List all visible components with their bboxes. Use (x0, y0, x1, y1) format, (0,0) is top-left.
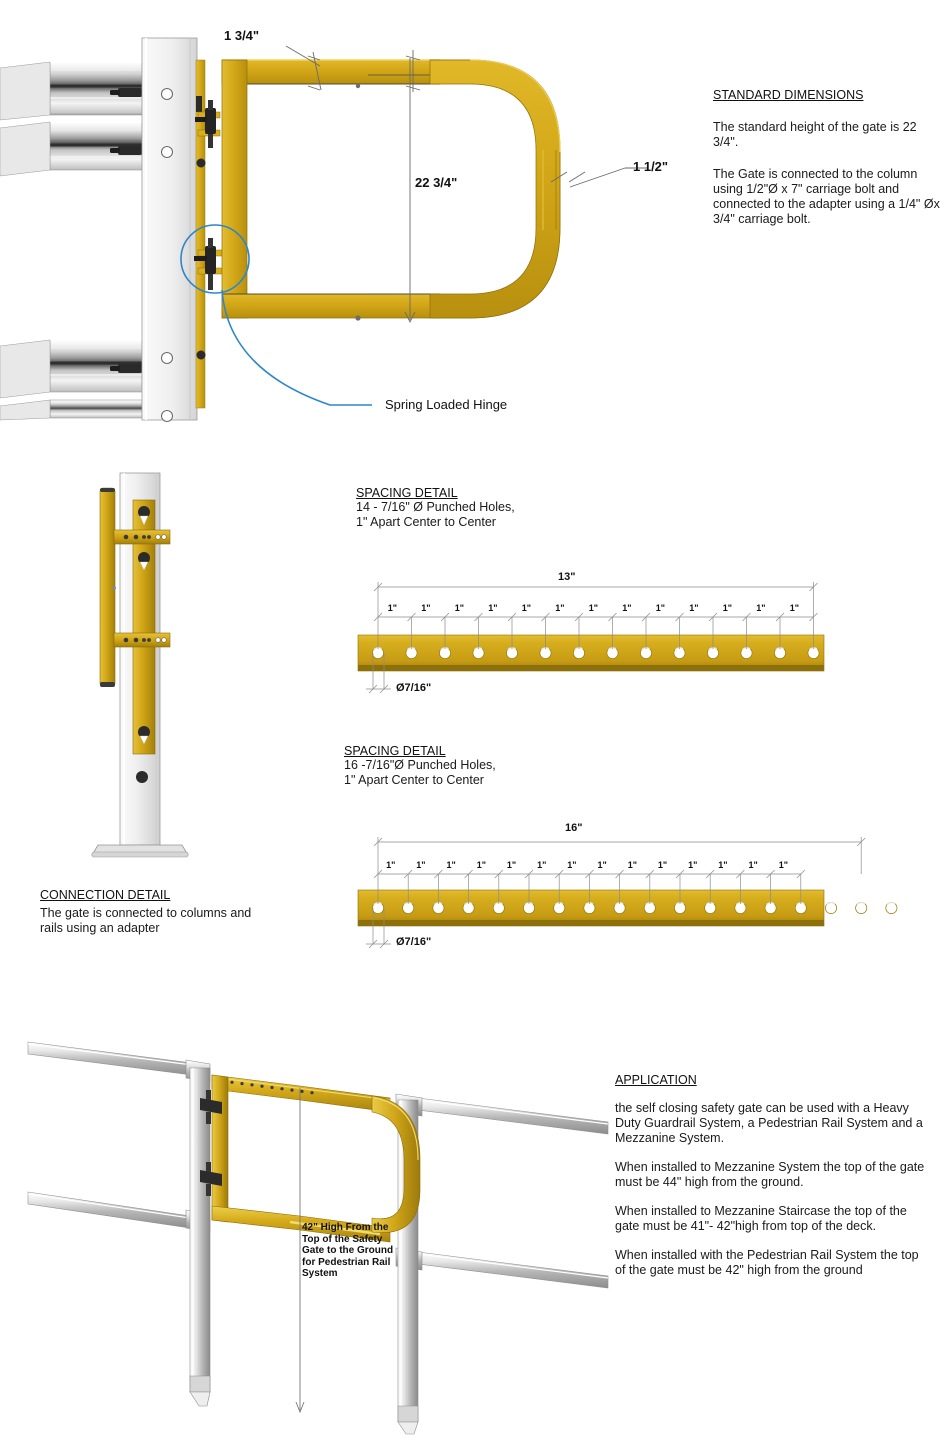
segment-dimension-label: 1" (421, 603, 431, 613)
segment-dimension-label: 1" (778, 860, 788, 870)
application-paragraph-1: the self closing safety gate can be used… (615, 1101, 923, 1145)
application-paragraph-2: When installed to Mezzanine System the t… (615, 1160, 925, 1189)
height-dimension-line (295, 1088, 305, 1414)
segment-dimension-label: 1" (537, 860, 547, 870)
gate-hinge-upper (200, 1090, 222, 1124)
spacing-detail-2-line2: 1" Apart Center to Center (344, 773, 484, 787)
standard-dimensions-paragraph-1: The standard height of the gate is 22 3/… (713, 120, 917, 149)
segment-dimension-label: 1" (789, 603, 800, 613)
adapter-bracket-upper (113, 529, 171, 545)
spacing-detail-1-line1: 14 - 7/16" Ø Punched Holes, (356, 500, 515, 514)
segment-dimension-label: 1" (588, 603, 599, 613)
segment-dimension-label: 1" (488, 603, 498, 613)
segment-dimension-label: 1" (454, 603, 465, 613)
segment-dimension-label: 1" (756, 603, 766, 613)
label-dim-1-3-4: 1 3/4" (224, 28, 260, 43)
connection-detail-section: CONNECTION DETAIL The gate is connected … (40, 888, 270, 936)
safety-gate-application (200, 1074, 421, 1243)
guardrail-right-upper (417, 1097, 609, 1135)
guardrail-bottom (0, 339, 143, 421)
support-column (141, 37, 206, 423)
segment-dimension-label: 1" (718, 860, 728, 870)
segment-dimension-label: 1" (476, 860, 486, 870)
safety-gate-frame (221, 59, 561, 321)
segment-dimension-label: 1" (555, 603, 565, 613)
spacing-detail-2-drawing (350, 818, 898, 958)
application-paragraph-4: When installed with the Pedestrian Rail … (615, 1248, 919, 1277)
standard-dimensions-paragraph-2: The Gate is connected to the column usin… (713, 167, 940, 226)
segment-dimension-label: 1" (688, 860, 698, 870)
application-title: APPLICATION (615, 1073, 697, 1087)
segment-dimension-label: 1" (506, 860, 517, 870)
application-section: APPLICATION the self closing safety gate… (615, 1073, 930, 1289)
dimension-22-3-4 (404, 58, 416, 324)
spacing-detail-2-title: SPACING DETAIL (344, 744, 446, 758)
spacing-detail-1-segment-labels: 1" 1" 1" 1" 1" 1" 1" 1" 1" 1" 1" 1" 1" (350, 565, 830, 705)
segment-dimension-label: 1" (627, 860, 637, 870)
gate-hinge-lower (200, 1162, 222, 1196)
spring-hinge-lower (194, 238, 223, 360)
segment-dimension-label: 1" (386, 860, 396, 870)
dimension-1-1-2 (550, 167, 648, 188)
segment-dimension-label: 1" (657, 860, 668, 870)
spacing-detail-2-segment-labels: 1" 1" 1" 1" 1" 1" 1" 1" 1" 1" 1" 1" 1" 1" (350, 818, 830, 958)
segment-dimension-label: 1" (722, 603, 733, 613)
connection-detail-body: The gate is connected to columns and rai… (40, 906, 252, 935)
label-dim-22-3-4: 22 3/4" (415, 175, 458, 190)
connection-detail-figure (60, 470, 250, 870)
spacing-detail-1-overall-label: 13" (558, 571, 576, 583)
guardrail-right-lower (417, 1251, 609, 1289)
segment-dimension-label: 1" (655, 603, 666, 613)
segment-dimension-label: 1" (597, 860, 607, 870)
standard-dimensions-title: STANDARD DIMENSIONS (713, 88, 864, 102)
guardrail-top (0, 61, 143, 121)
segment-dimension-label: 1" (521, 603, 532, 613)
spacing-detail-2-section: SPACING DETAIL 16 -7/16"Ø Punched Holes,… (344, 744, 644, 788)
post-left (189, 1067, 211, 1407)
spacing-detail-1-hole-dia-label: Ø7/16" (396, 682, 432, 694)
segment-dimension-label: 1" (689, 603, 699, 613)
spacing-detail-1-drawing (350, 565, 830, 705)
spacing-detail-2-hole-dia-label: Ø7/16" (396, 936, 432, 948)
standard-dimensions-section: STANDARD DIMENSIONS The standard height … (713, 88, 945, 238)
segment-dimension-label: 1" (416, 860, 426, 870)
application-height-callout: 42" High From the Top of the Safety Gate… (302, 1222, 394, 1279)
label-spring-loaded-hinge: Spring Loaded Hinge (385, 397, 508, 412)
guardrail-mid (0, 121, 143, 177)
application-figure (0, 1020, 610, 1435)
application-paragraph-3: When installed to Mezzanine Staircase th… (615, 1204, 907, 1233)
spring-hinge-upper (195, 96, 221, 168)
segment-dimension-label: 1" (622, 603, 632, 613)
spacing-detail-1-section: SPACING DETAIL 14 - 7/16" Ø Punched Hole… (356, 486, 656, 530)
spacing-detail-2-line1: 16 -7/16"Ø Punched Holes, (344, 758, 496, 772)
adapter-bracket-lower (113, 632, 171, 648)
gate-elevation-figure (0, 0, 700, 430)
spacing-detail-2-overall-label: 16" (565, 822, 583, 834)
segment-dimension-label: 1" (446, 860, 456, 870)
connection-detail-title: CONNECTION DETAIL (40, 888, 171, 902)
spacing-detail-1-line2: 1" Apart Center to Center (356, 515, 496, 529)
hinge-callout-annotation (180, 224, 372, 406)
segment-dimension-label: 1" (748, 860, 758, 870)
guardrail-left-lower (27, 1191, 191, 1229)
spacing-detail-1-title: SPACING DETAIL (356, 486, 458, 500)
segment-dimension-label: 1" (387, 603, 398, 613)
dimension-1-3-4 (285, 45, 421, 92)
segment-dimension-label: 1" (567, 860, 577, 870)
label-dim-1-1-2: 1 1/2" (633, 159, 669, 174)
guardrail-left-upper (27, 1041, 201, 1077)
